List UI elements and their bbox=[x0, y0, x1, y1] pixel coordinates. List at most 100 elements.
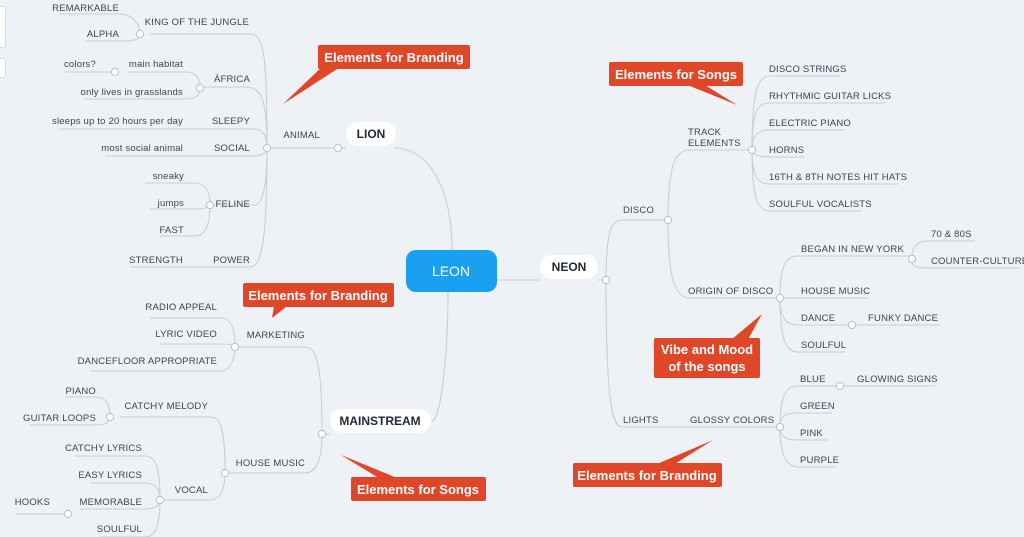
node-16th-8th-notes[interactable]: 16TH & 8TH NOTES HIT HATS bbox=[769, 172, 907, 183]
node-strength[interactable]: STRENGTH bbox=[129, 255, 183, 266]
callout-text: Elements for Songs bbox=[615, 67, 737, 82]
node-radio-appeal[interactable]: RADIO APPEAL bbox=[145, 302, 217, 313]
callout-neon-songs[interactable]: Elements for Songs bbox=[609, 62, 743, 105]
node-sneaky[interactable]: sneaky bbox=[153, 171, 184, 182]
branch-lion-label: LION bbox=[357, 127, 386, 141]
collapse-handle[interactable] bbox=[317, 429, 327, 439]
left-edge-tab-top[interactable] bbox=[0, 6, 6, 48]
collapse-handle[interactable] bbox=[747, 145, 757, 155]
collapse-handles[interactable] bbox=[63, 29, 917, 519]
node-pink[interactable]: PINK bbox=[800, 428, 823, 439]
collapse-handle[interactable] bbox=[230, 342, 240, 352]
branch-mainstream[interactable]: MAINSTREAM bbox=[330, 409, 431, 433]
branch-neon[interactable]: NEON bbox=[540, 255, 598, 279]
collapse-handle[interactable] bbox=[847, 320, 857, 330]
node-funky-dance[interactable]: FUNKY DANCE bbox=[868, 313, 938, 324]
callout-text-line2: of the songs bbox=[668, 359, 745, 374]
node-vocal[interactable]: VOCAL bbox=[175, 485, 208, 496]
node-guitar-loops[interactable]: GUITAR LOOPS bbox=[23, 413, 96, 424]
collapse-handle[interactable] bbox=[110, 67, 120, 77]
node-king-of-the-jungle[interactable]: KING OF THE JUNGLE bbox=[145, 17, 249, 28]
node-soulful-neon[interactable]: SOULFUL bbox=[801, 340, 846, 351]
node-alpha[interactable]: ALPHA bbox=[87, 29, 120, 40]
node-track-elements-line1[interactable]: TRACK bbox=[688, 127, 722, 138]
node-feline[interactable]: FELINE bbox=[216, 199, 250, 210]
collapse-handle[interactable] bbox=[262, 143, 272, 153]
callout-text-line1: Vibe and Mood bbox=[661, 342, 753, 357]
collapse-handle[interactable] bbox=[105, 412, 115, 422]
node-sleepy[interactable]: SLEEPY bbox=[212, 116, 251, 127]
collapse-handle[interactable] bbox=[220, 468, 230, 478]
collapse-handle[interactable] bbox=[63, 509, 73, 519]
collapse-handle[interactable] bbox=[135, 29, 145, 39]
collapse-handle[interactable] bbox=[775, 293, 785, 303]
node-70-80s[interactable]: 70 & 80S bbox=[931, 229, 972, 240]
node-rhythmic-guitar-licks[interactable]: RHYTHMIC GUITAR LICKS bbox=[769, 91, 891, 102]
collapse-handle[interactable] bbox=[663, 215, 673, 225]
node-jumps[interactable]: jumps bbox=[157, 198, 184, 209]
node-purple[interactable]: PURPLE bbox=[800, 455, 839, 466]
root-label: LEON bbox=[432, 263, 470, 279]
node-house-music-mainstream[interactable]: HOUSE MUSIC bbox=[236, 458, 305, 469]
node-memorable[interactable]: MEMORABLE bbox=[79, 497, 142, 508]
node-catchy-melody[interactable]: CATCHY MELODY bbox=[124, 401, 208, 412]
node-horns[interactable]: HORNS bbox=[769, 145, 804, 156]
collapse-handle[interactable] bbox=[155, 495, 165, 505]
node-dancefloor-appropriate[interactable]: DANCEFLOOR APPROPRIATE bbox=[78, 356, 217, 367]
link-root-mainstream bbox=[431, 291, 449, 422]
node-marketing[interactable]: MARKETING bbox=[247, 330, 305, 341]
node-africa[interactable]: ÁFRICA bbox=[214, 74, 250, 85]
branch-mainstream-label: MAINSTREAM bbox=[339, 414, 420, 428]
callout-mainstream-songs[interactable]: Elements for Songs bbox=[341, 455, 486, 501]
node-most-social-animal[interactable]: most social animal bbox=[101, 143, 183, 154]
collapse-handle[interactable] bbox=[333, 143, 343, 153]
callout-lion-branding[interactable]: Elements for Branding bbox=[283, 45, 470, 104]
collapse-handle[interactable] bbox=[205, 200, 215, 210]
link-root-lion bbox=[393, 147, 453, 251]
node-soulful-mainstream[interactable]: SOULFUL bbox=[97, 524, 142, 535]
node-track-elements-line2[interactable]: ELEMENTS bbox=[688, 138, 741, 149]
node-origin-of-disco[interactable]: ORIGIN OF DISCO bbox=[688, 286, 773, 297]
collapse-handle[interactable] bbox=[835, 381, 845, 391]
node-easy-lyrics[interactable]: EASY LYRICS bbox=[78, 470, 142, 481]
node-blue[interactable]: BLUE bbox=[800, 374, 826, 385]
node-dance[interactable]: DANCE bbox=[801, 313, 835, 324]
collapse-handle[interactable] bbox=[775, 422, 785, 432]
node-colors[interactable]: colors? bbox=[64, 59, 96, 70]
node-animal[interactable]: ANIMAL bbox=[283, 130, 320, 141]
callout-vibe-and-mood[interactable]: Vibe and Mood of the songs bbox=[654, 314, 762, 378]
node-main-habitat[interactable]: main habitat bbox=[129, 59, 183, 70]
branch-lion[interactable]: LION bbox=[346, 122, 396, 146]
node-lights[interactable]: LIGHTS bbox=[623, 415, 659, 426]
collapse-handle[interactable] bbox=[195, 83, 205, 93]
collapse-handle[interactable] bbox=[601, 275, 611, 285]
left-edge-tab-bottom[interactable] bbox=[0, 58, 6, 78]
node-only-lives-in-grasslands[interactable]: only lives in grasslands bbox=[81, 87, 184, 98]
node-house-music-neon[interactable]: HOUSE MUSIC bbox=[801, 286, 870, 297]
node-soulful-vocalists[interactable]: SOULFUL VOCALISTS bbox=[769, 199, 872, 210]
node-social[interactable]: SOCIAL bbox=[214, 143, 250, 154]
node-glowing-signs[interactable]: GLOWING SIGNS bbox=[857, 374, 938, 385]
node-began-in-new-york[interactable]: BEGAN IN NEW YORK bbox=[801, 244, 904, 255]
callout-text: Elements for Branding bbox=[577, 468, 716, 483]
node-piano[interactable]: PIANO bbox=[65, 386, 96, 397]
callout-text: Elements for Songs bbox=[357, 482, 479, 497]
root-node[interactable]: LEON bbox=[406, 250, 497, 292]
node-green[interactable]: GREEN bbox=[800, 401, 835, 412]
node-sleeps-20-hours[interactable]: sleeps up to 20 hours per day bbox=[52, 116, 183, 127]
node-hooks[interactable]: HOOKS bbox=[15, 497, 50, 508]
collapse-handle[interactable] bbox=[907, 254, 917, 264]
node-counter-culture[interactable]: COUNTER-CULTURE bbox=[931, 256, 1024, 267]
node-fast[interactable]: FAST bbox=[159, 225, 184, 236]
node-electric-piano[interactable]: ELECTRIC PIANO bbox=[769, 118, 851, 129]
node-catchy-lyrics[interactable]: CATCHY LYRICS bbox=[65, 443, 142, 454]
node-lyric-video[interactable]: LYRIC VIDEO bbox=[155, 329, 217, 340]
node-disco[interactable]: DISCO bbox=[623, 205, 654, 216]
node-disco-strings[interactable]: DISCO STRINGS bbox=[769, 64, 847, 75]
callout-marketing-branding[interactable]: Elements for Branding bbox=[243, 283, 394, 318]
node-glossy-colors[interactable]: GLOSSY COLORS bbox=[690, 415, 774, 426]
node-remarkable[interactable]: REMARKABLE bbox=[52, 3, 119, 14]
node-power[interactable]: POWER bbox=[213, 255, 250, 266]
callout-lights-branding[interactable]: Elements for Branding bbox=[573, 440, 722, 487]
